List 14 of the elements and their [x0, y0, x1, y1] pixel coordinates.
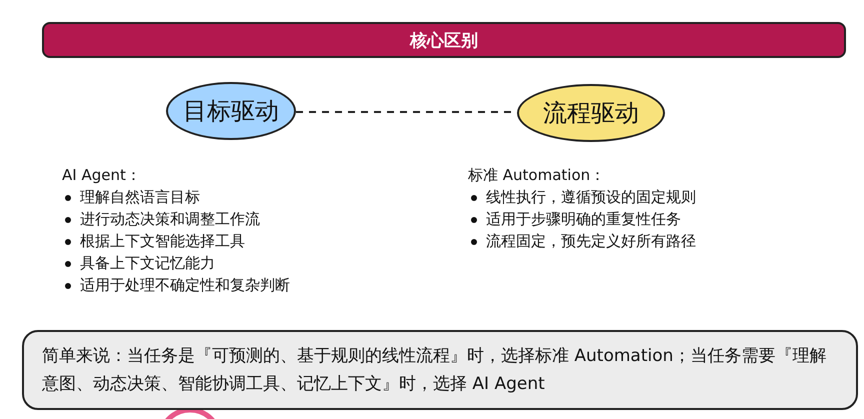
list-item: 理解自然语言目标 — [80, 188, 200, 207]
list-item: 适用于处理不确定性和复杂判断 — [80, 276, 290, 295]
summary-box: 简单来说：当任务是『可预测的、基于规则的线性流程』时，选择标准 Automation；当任务需要『理解意图、动态决策、智能协调工具、记忆上下文』时，选择 AI Agent — [22, 330, 858, 410]
list-heading: AI Agent： — [62, 166, 141, 185]
list-item: 线性执行，遵循预设的固定规则 — [486, 188, 696, 207]
title-bar: 核心区别 — [42, 22, 846, 58]
list-item: 根据上下文智能选择工具 — [80, 232, 245, 251]
list-item: 适用于步骤明确的重复性任务 — [486, 210, 681, 229]
list-item: 具备上下文记忆能力 — [80, 254, 215, 273]
list-item: 进行动态决策和调整工作流 — [80, 210, 260, 229]
list-item: 流程固定，预先定义好所有路径 — [486, 232, 696, 251]
ellipse-node: 目标驱动 — [166, 82, 296, 140]
ellipse-node: 流程驱动 — [517, 84, 665, 142]
list-heading: 标准 Automation： — [468, 166, 606, 185]
